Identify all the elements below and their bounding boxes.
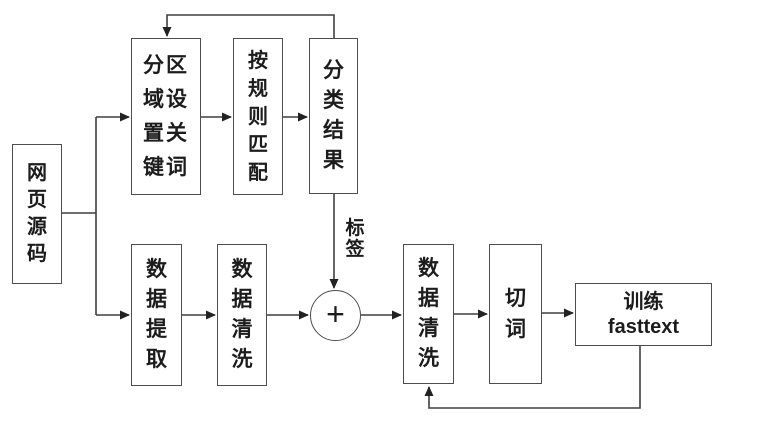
node-classify-result: 分 类 结 果 xyxy=(309,38,358,194)
node-merge-plus: + xyxy=(310,290,361,341)
edge-label-tag: 标 签 xyxy=(345,218,365,260)
node-train-fasttext: 训练 fasttext xyxy=(575,283,712,346)
edge-feedback-bottom xyxy=(424,346,641,409)
node-cut-words: 切 词 xyxy=(489,244,542,384)
node-region-keywords: 分区 域设 置关 键词 xyxy=(131,38,201,195)
node-rule-match: 按 规 则 匹 配 xyxy=(233,38,283,195)
node-data-clean-1: 数 据 清 洗 xyxy=(217,244,267,386)
node-data-clean-2: 数 据 清 洗 xyxy=(403,244,454,384)
node-data-extract: 数 据 提 取 xyxy=(131,244,182,386)
edge-feedback-top xyxy=(162,14,335,38)
node-webpage-source: 网 页 源 码 xyxy=(12,144,62,284)
